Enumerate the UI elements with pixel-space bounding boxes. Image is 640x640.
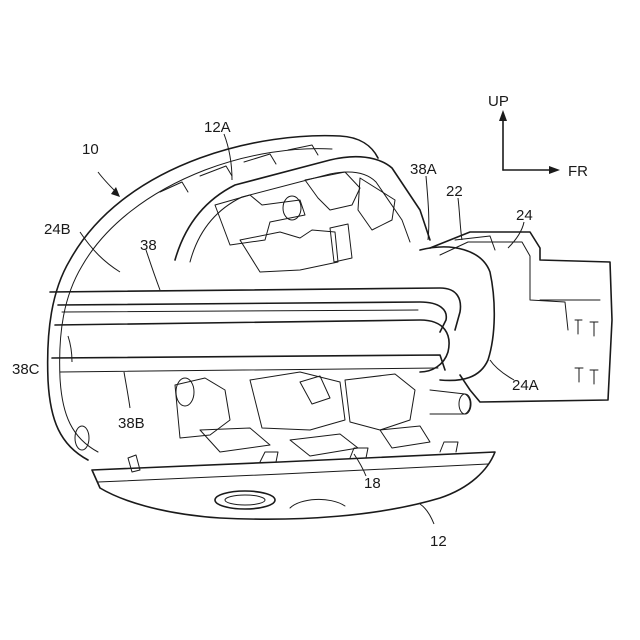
bracket-side [358,178,395,230]
label-12A: 12A [204,119,231,136]
cover-lamp-outer [215,491,275,509]
leader-24A [490,360,514,380]
mount-bracket-24A [420,247,494,381]
lower-clip [290,434,358,456]
label-22: 22 [446,183,463,200]
bracket-middle [240,230,338,272]
pivot-end [459,394,471,414]
light-guide-38-lower [55,320,449,372]
lower-tab [380,426,430,448]
bracket-post [330,224,352,262]
cover-lamp-lens [290,499,345,508]
cover-hook [440,442,458,452]
up-label: UP [488,93,509,110]
label-38B: 38B [118,415,145,432]
direction-indicator: UP FR [488,93,588,180]
housing-screw [75,426,89,450]
mount-mark [575,368,583,382]
label-12: 12 [430,533,447,550]
housing-outer-shell [48,136,378,460]
mount-mark [590,370,598,384]
mount-mark [575,320,582,334]
label-24: 24 [516,207,533,224]
cover-rib [244,154,276,164]
light-guide-38B-band [52,355,445,370]
light-guide-38-band [58,302,446,332]
leader-38B [124,372,130,408]
cover-rib [200,166,232,176]
label-38A: 38A [410,161,437,178]
cover-hook [260,452,278,462]
lower-cover-12 [92,452,495,519]
leader-24 [508,222,524,248]
label-24B: 24B [44,221,71,238]
label-38C: 38C [12,361,40,378]
cover-lamp-inner [225,495,265,505]
leader-38 [146,250,160,290]
actuator-housing [250,372,345,430]
leader-22 [458,198,462,240]
leader-10 [98,172,116,192]
label-38: 38 [140,237,157,254]
light-guide-38B-line [60,368,438,372]
leader-24B [80,232,120,272]
light-guide-38-line [62,310,418,312]
lower-link [200,428,270,452]
upper-frame-inner [190,172,410,262]
up-arrow-icon [499,110,507,121]
housing-clip [128,455,140,472]
forward-arrow-icon [549,166,560,174]
forward-label: FR [568,163,588,180]
mirror-housing [48,136,612,520]
label-10: 10 [82,141,99,158]
bracket-boss [283,196,301,220]
bracket-clip [305,172,360,210]
label-24A: 24A [512,377,539,394]
mount-mark [590,322,598,336]
label-18: 18 [364,475,381,492]
actuator-link [345,374,415,430]
housing-inner-rim [60,149,332,452]
mount-tab [455,236,495,250]
cover-hook [350,448,368,458]
leader-12 [420,504,434,524]
actuator-gear [300,376,330,404]
reference-labels: 10 12A 24B 38 38A 22 24 38C 38B 24A 18 1… [12,119,539,550]
